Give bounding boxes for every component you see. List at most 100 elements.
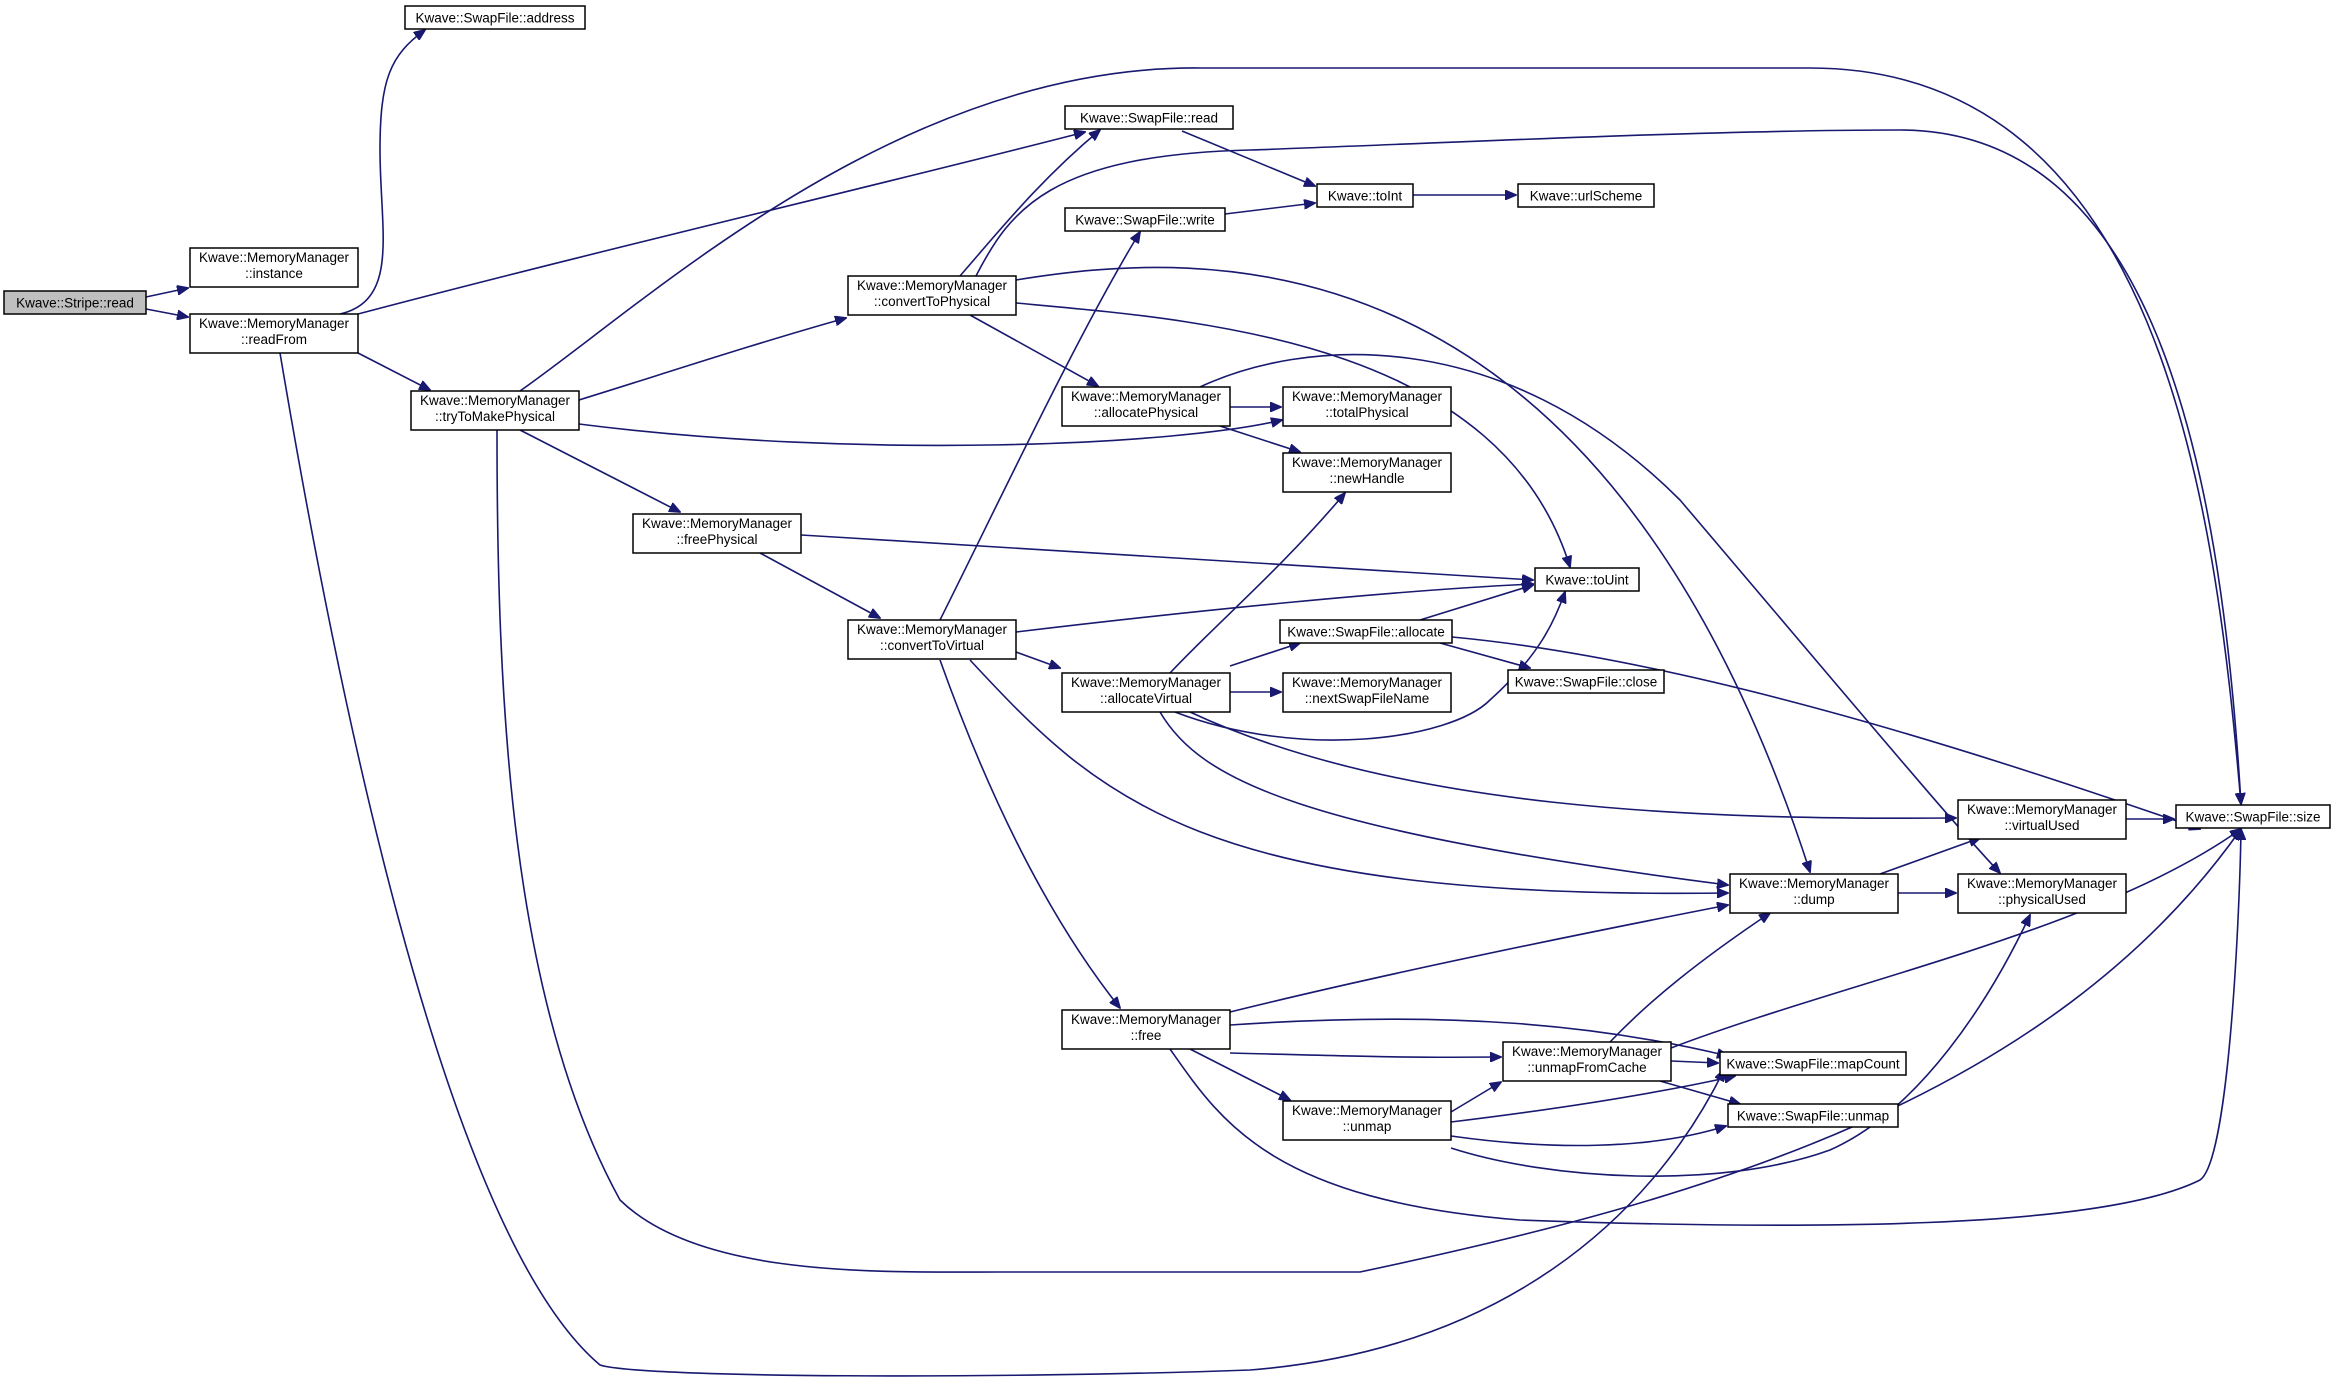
node-sf-unmap[interactable]: Kwave::SwapFile::unmap <box>1727 1103 1899 1128</box>
edge-stripe_read-to-mm_readFrom <box>145 308 188 317</box>
edges-layer <box>145 30 2241 1377</box>
node-label: ::convertToPhysical <box>874 294 990 309</box>
node-sf-write[interactable]: Kwave::SwapFile::write <box>1064 207 1226 232</box>
edge-sf_read-to-toInt <box>1181 130 1315 186</box>
node-box <box>1517 183 1655 208</box>
node-mm-unmap[interactable]: Kwave::MemoryManager::unmap <box>1282 1100 1452 1141</box>
node-box <box>1279 619 1453 644</box>
node-label: Kwave::MemoryManager <box>1071 389 1222 404</box>
edge-mm_tryToMakePhysical-to-mm_totalPhysical <box>578 420 1282 447</box>
node-box <box>404 5 586 30</box>
node-mm-free[interactable]: Kwave::MemoryManager::free <box>1061 1009 1231 1050</box>
edge-mm_unmap-to-sf_unmap <box>1450 1126 1726 1147</box>
node-stripe-read[interactable]: Kwave::Stripe::read <box>3 290 147 315</box>
edge-mm_tryToMakePhysical-to-mm_freePhysical <box>519 429 680 512</box>
node-box <box>3 290 147 315</box>
node-sf-close[interactable]: Kwave::SwapFile::close <box>1507 669 1665 694</box>
node-label: Kwave::SwapFile::read <box>1080 111 1218 126</box>
node-mm-nextSwapFileName[interactable]: Kwave::MemoryManager::nextSwapFileName <box>1282 672 1452 713</box>
node-label: Kwave::MemoryManager <box>1292 389 1443 404</box>
node-mm-virtualUsed[interactable]: Kwave::MemoryManager::virtualUsed <box>1957 799 2127 840</box>
node-mm-convertToPhysical[interactable]: Kwave::MemoryManager::convertToPhysical <box>847 275 1017 316</box>
node-box <box>189 247 359 288</box>
edge-mm_free-to-mm_dump <box>1229 905 1728 1013</box>
node-label: ::totalPhysical <box>1325 405 1408 420</box>
edge-mm_tryToMakePhysical-to-sf_size <box>496 429 2241 1273</box>
node-box <box>1282 1100 1452 1141</box>
node-label: ::dump <box>1793 892 1834 907</box>
node-mm-convertToVirtual[interactable]: Kwave::MemoryManager::convertToVirtual <box>847 619 1017 660</box>
edge-mm_freePhysical-to-toUint <box>800 534 1533 580</box>
node-sf-mapCount[interactable]: Kwave::SwapFile::mapCount <box>1719 1051 1907 1076</box>
node-mm-tryToMakePhysical[interactable]: Kwave::MemoryManager::tryToMakePhysical <box>410 390 580 431</box>
edge-sf_allocate-to-sf_size <box>1451 636 2200 829</box>
edge-mm_unmapFromCache-to-sf_size <box>1670 829 2241 1049</box>
edge-mm_unmapFromCache-to-sf_mapCount <box>1670 1061 1718 1063</box>
node-mm-readFrom[interactable]: Kwave::MemoryManager::readFrom <box>189 313 359 354</box>
node-label: ::instance <box>245 266 303 281</box>
node-box <box>1282 672 1452 713</box>
node-mm-allocateVirtual[interactable]: Kwave::MemoryManager::allocateVirtual <box>1061 672 1231 713</box>
node-label: Kwave::MemoryManager <box>1967 802 2118 817</box>
edge-mm_convertToVirtual-to-sf_write <box>939 232 1140 621</box>
edge-mm_free-to-mm_unmap <box>1189 1048 1290 1100</box>
node-mm-physicalUsed[interactable]: Kwave::MemoryManager::physicalUsed <box>1957 873 2127 914</box>
node-mm-unmapFromCache[interactable]: Kwave::MemoryManager::unmapFromCache <box>1502 1041 1672 1082</box>
node-box <box>2175 804 2331 829</box>
node-mm-newHandle[interactable]: Kwave::MemoryManager::newHandle <box>1282 452 1452 493</box>
node-urlScheme[interactable]: Kwave::urlScheme <box>1517 183 1655 208</box>
node-label: Kwave::SwapFile::allocate <box>1287 625 1445 640</box>
node-sf-allocate[interactable]: Kwave::SwapFile::allocate <box>1279 619 1453 644</box>
node-label: Kwave::SwapFile::size <box>2185 810 2320 825</box>
node-label: Kwave::MemoryManager <box>1292 455 1443 470</box>
node-box <box>1719 1051 1907 1076</box>
edge-mm_freePhysical-to-mm_convertToVirtual <box>759 552 880 618</box>
node-label: ::readFrom <box>241 332 307 347</box>
node-box <box>1729 873 1899 914</box>
edge-mm_allocateVirtual-to-mm_dump <box>1159 711 1728 885</box>
node-label: Kwave::SwapFile::address <box>415 11 574 26</box>
edge-mm_unmap-to-sf_mapCount <box>1450 1076 1735 1123</box>
node-sf-size[interactable]: Kwave::SwapFile::size <box>2175 804 2331 829</box>
node-toInt[interactable]: Kwave::toInt <box>1316 183 1414 208</box>
edge-mm_allocatePhysical-to-mm_physicalUsed <box>1199 353 2000 873</box>
node-mm-allocatePhysical[interactable]: Kwave::MemoryManager::allocatePhysical <box>1061 386 1231 427</box>
node-label: ::allocatePhysical <box>1094 405 1198 420</box>
node-box <box>847 619 1017 660</box>
node-box <box>1061 672 1231 713</box>
node-label: Kwave::toUint <box>1545 573 1629 588</box>
node-label: Kwave::MemoryManager <box>1071 675 1222 690</box>
edge-mm_readFrom-to-mm_tryToMakePhysical <box>357 352 430 390</box>
node-mm-freePhysical[interactable]: Kwave::MemoryManager::freePhysical <box>632 513 802 554</box>
node-label: Kwave::urlScheme <box>1530 189 1643 204</box>
node-label: Kwave::toInt <box>1328 189 1403 204</box>
edge-mm_allocateVirtual-to-mm_newHandle <box>1169 493 1345 674</box>
node-toUint[interactable]: Kwave::toUint <box>1534 567 1640 592</box>
node-box <box>1507 669 1665 694</box>
node-label: Kwave::MemoryManager <box>199 250 350 265</box>
node-label: Kwave::MemoryManager <box>199 316 350 331</box>
node-label: ::freePhysical <box>676 532 757 547</box>
node-box <box>410 390 580 431</box>
node-box <box>632 513 802 554</box>
node-label: ::physicalUsed <box>1998 892 2086 907</box>
node-sf-address[interactable]: Kwave::SwapFile::address <box>404 5 586 30</box>
node-mm-totalPhysical[interactable]: Kwave::MemoryManager::totalPhysical <box>1282 386 1452 427</box>
edge-mm_convertToPhysical-to-mm_allocatePhysical <box>969 314 1098 386</box>
node-box <box>1282 386 1452 427</box>
edge-sf_write-to-toInt <box>1224 203 1315 215</box>
node-label: ::tryToMakePhysical <box>435 409 555 424</box>
node-label: ::allocateVirtual <box>1100 691 1192 706</box>
edge-mm_convertToPhysical-to-sf_size <box>975 129 2241 804</box>
edge-mm_convertToVirtual-to-mm_allocateVirtual <box>1015 651 1060 668</box>
node-box <box>1957 799 2127 840</box>
node-sf-read[interactable]: Kwave::SwapFile::read <box>1064 105 1234 130</box>
node-label: Kwave::SwapFile::write <box>1075 213 1215 228</box>
edge-mm_readFrom-to-sf_mapCount <box>279 352 1724 1377</box>
edge-mm_unmap-to-mm_physicalUsed <box>1450 915 2030 1177</box>
node-box <box>1727 1103 1899 1128</box>
node-mm-dump[interactable]: Kwave::MemoryManager::dump <box>1729 873 1899 914</box>
node-mm-instance[interactable]: Kwave::MemoryManager::instance <box>189 247 359 288</box>
node-box <box>847 275 1017 316</box>
